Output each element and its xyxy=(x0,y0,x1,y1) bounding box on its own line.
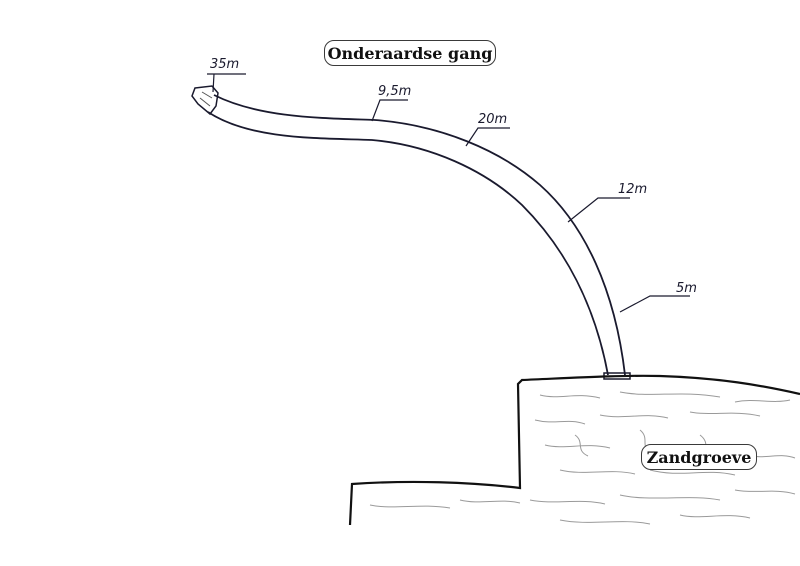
measurement-20m: 20m xyxy=(478,112,508,127)
tunnel-end-chamber xyxy=(191,85,219,116)
leader-9-5m xyxy=(371,99,408,122)
measurement-35m: 35m xyxy=(210,57,240,72)
leader-5m xyxy=(619,295,690,313)
measurement-9-5m: 9,5m xyxy=(378,84,412,99)
leader-35m xyxy=(207,73,246,93)
tunnel-upper-wall xyxy=(213,94,626,376)
sandpit-label: Zandgroeve xyxy=(641,444,757,470)
measurement-12m: 12m xyxy=(618,182,648,197)
leader-12m xyxy=(567,197,630,223)
measurement-5m: 5m xyxy=(676,281,697,296)
sandpit-hatching xyxy=(369,391,796,525)
tunnel-end-shading xyxy=(199,91,213,107)
title-label: Onderaardse gang xyxy=(324,40,496,66)
leader-20m xyxy=(465,127,510,147)
tunnel-lower-wall xyxy=(207,111,609,376)
sandpit-outline xyxy=(348,374,800,526)
